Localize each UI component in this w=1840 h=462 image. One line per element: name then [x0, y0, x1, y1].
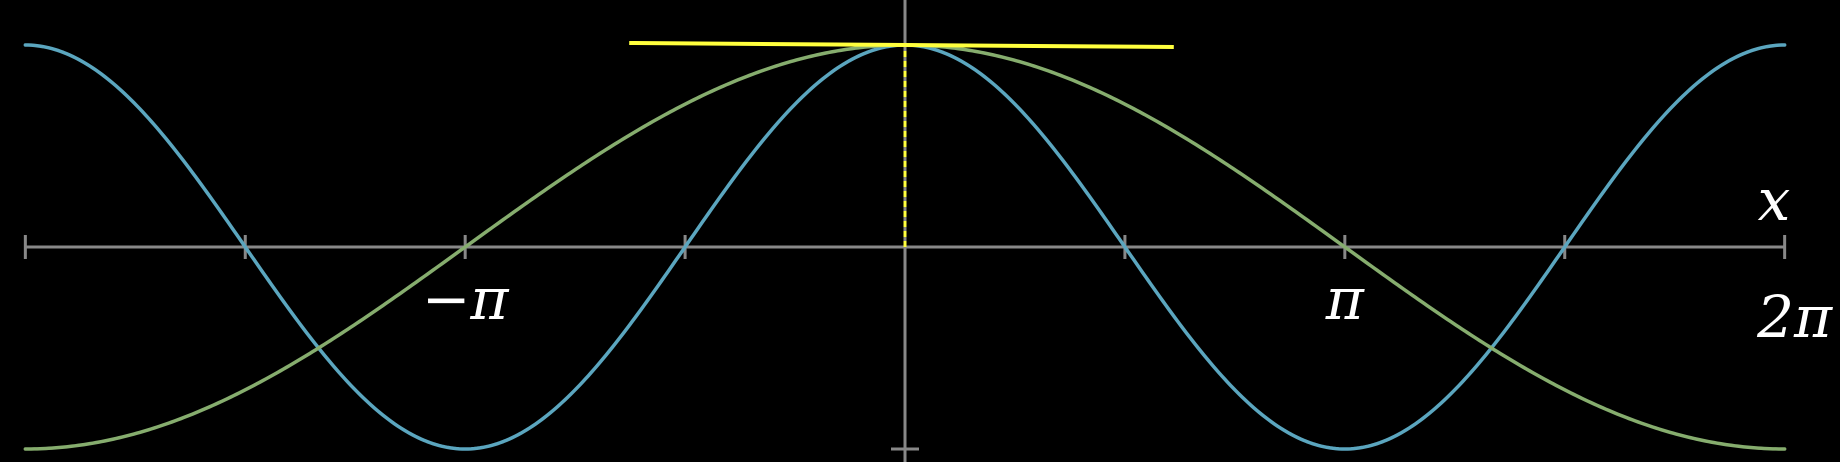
- x-tick-label-0: −π: [422, 265, 510, 333]
- x-tick-label-2: 2π: [1756, 283, 1833, 351]
- overlay-layer: [629, 40, 1174, 247]
- labels-layer: x −π π 2π: [422, 166, 1833, 351]
- x-tick-label-1: π: [1325, 265, 1365, 333]
- tangent-line: [629, 40, 1174, 50]
- x-axis-label: x: [1758, 166, 1791, 234]
